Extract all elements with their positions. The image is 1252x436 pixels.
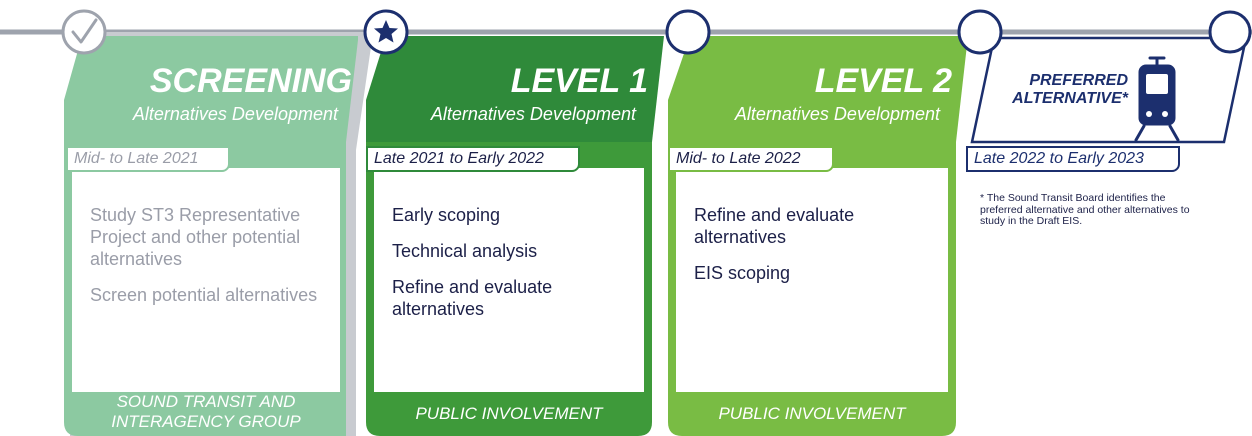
level1-footer: PUBLIC INVOLVEMENT — [415, 404, 603, 423]
list-item: Screen potential alternatives — [90, 285, 318, 305]
screening-title: SCREENING — [149, 62, 352, 100]
milestone-screening — [61, 9, 107, 55]
screening-body-white — [72, 168, 340, 392]
milestone-preferred — [1208, 10, 1252, 54]
star-icon — [374, 20, 398, 43]
screening-items: Study ST3 Representative Project and oth… — [90, 204, 330, 320]
list-item: Early scoping — [392, 205, 501, 225]
list-item: Refine and evaluate alternatives — [392, 277, 553, 319]
screening-footer-line2: INTERAGENCY GROUP — [111, 412, 301, 431]
level1-body-white — [374, 168, 644, 392]
level2-panel — [668, 36, 968, 436]
check-icon — [71, 18, 98, 44]
level2-subtitle: Alternatives Development — [734, 104, 940, 124]
level1-subtitle: Alternatives Development — [430, 104, 636, 124]
level2-body-white — [676, 168, 948, 392]
preferred-outline — [970, 36, 1248, 144]
level1-items: Early scoping Technical analysis Refine … — [392, 204, 632, 334]
level2-items: Refine and evaluate alternatives EIS sco… — [694, 204, 934, 298]
empty-circle-icon — [957, 9, 1003, 55]
level2-header-shape — [668, 36, 968, 142]
screening-footer: SOUND TRANSIT AND INTERAGENCY GROUP — [68, 392, 344, 432]
level1-title: LEVEL 1 — [510, 62, 648, 100]
preferred-title-line2: ALTERNATIVE* — [1012, 90, 1128, 107]
list-item: EIS scoping — [694, 263, 791, 283]
milestone-level2-end — [957, 9, 1003, 55]
screening-panel — [64, 32, 372, 436]
milestone-level1 — [363, 9, 409, 55]
level2-title: LEVEL 2 — [814, 62, 952, 100]
milestone-level2 — [665, 9, 711, 55]
level1-header-shape — [366, 36, 664, 142]
screening-date: Mid- to Late 2021 — [66, 146, 230, 172]
light-rail-train-icon — [1134, 56, 1180, 142]
screening-footer-line1: SOUND TRANSIT AND — [116, 392, 296, 411]
preferred-title: PREFERRED ALTERNATIVE* — [996, 72, 1128, 108]
empty-circle-icon — [1208, 10, 1252, 54]
screening-subtitle: Alternatives Development — [132, 104, 338, 124]
empty-circle-icon — [665, 9, 711, 55]
level1-panel — [366, 36, 664, 436]
level2-date: Mid- to Late 2022 — [668, 146, 834, 172]
screening-header-shape — [64, 36, 358, 142]
list-item: Refine and evaluate alternatives — [694, 205, 855, 247]
list-item: Technical analysis — [392, 241, 538, 261]
list-item: Study ST3 Representative Project and oth… — [90, 205, 301, 269]
preferred-footnote: * The Sound Transit Board identifies the… — [980, 192, 1190, 227]
level1-date: Late 2021 to Early 2022 — [366, 146, 580, 172]
preferred-title-line1: PREFERRED — [1029, 72, 1128, 89]
level2-footer: PUBLIC INVOLVEMENT — [718, 404, 906, 423]
preferred-date: Late 2022 to Early 2023 — [966, 146, 1180, 172]
